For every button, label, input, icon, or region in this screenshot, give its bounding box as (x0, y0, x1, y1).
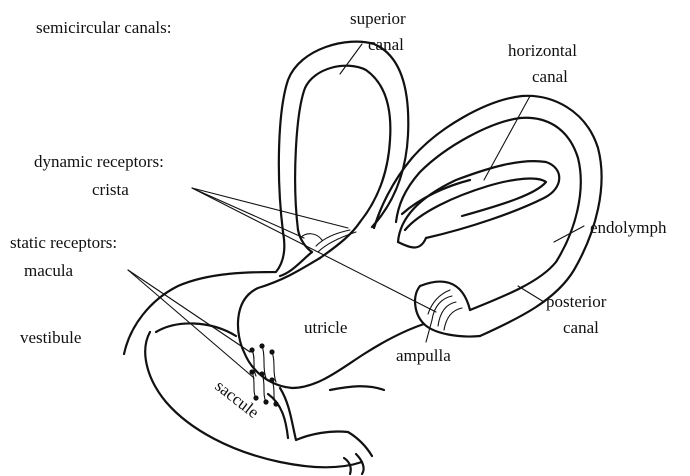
label-superior-canal-line1: superior (350, 9, 406, 28)
label-static-receptors: static receptors: (10, 233, 117, 252)
label-ampulla: ampulla (396, 346, 451, 365)
posterior-ampulla (415, 286, 480, 337)
horizontal-canal-base (398, 238, 426, 248)
label-semicircular-canals: semicircular canals: (36, 18, 171, 37)
label-macula: macula (24, 261, 74, 280)
macula-hair-cells (249, 343, 278, 406)
label-dynamic-receptors: dynamic receptors: (34, 152, 164, 171)
horizontal-canal-inner (405, 179, 546, 230)
leader-horizontal-canal (484, 96, 530, 180)
posterior-canal-inner-end (420, 282, 470, 310)
label-endolymph: endolymph (590, 218, 667, 237)
label-horizontal-canal-line2: canal (532, 67, 568, 86)
horizontal-canal-outer (398, 161, 559, 242)
label-posterior-canal-line2: canal (563, 318, 599, 337)
superior-canal-outer (279, 42, 408, 232)
label-vestibule: vestibule (20, 328, 81, 347)
label-posterior-canal-line1: posterior (546, 292, 607, 311)
leader-posterior-canal (518, 286, 544, 302)
label-utricle: utricle (304, 318, 347, 337)
leader-crista-1 (192, 188, 304, 238)
leader-superior-canal (340, 44, 362, 74)
saccule-right-outline (280, 388, 372, 456)
label-crista: crista (92, 180, 129, 199)
leader-crista-2 (192, 188, 348, 228)
label-superior-canal-line2: canal (368, 35, 404, 54)
duct-segment (330, 386, 384, 390)
label-horizontal-canal-line1: horizontal (508, 41, 577, 60)
superior-ampulla-right (320, 222, 360, 258)
superior-canal-inner (295, 66, 390, 230)
leader-ampulla (426, 320, 432, 342)
